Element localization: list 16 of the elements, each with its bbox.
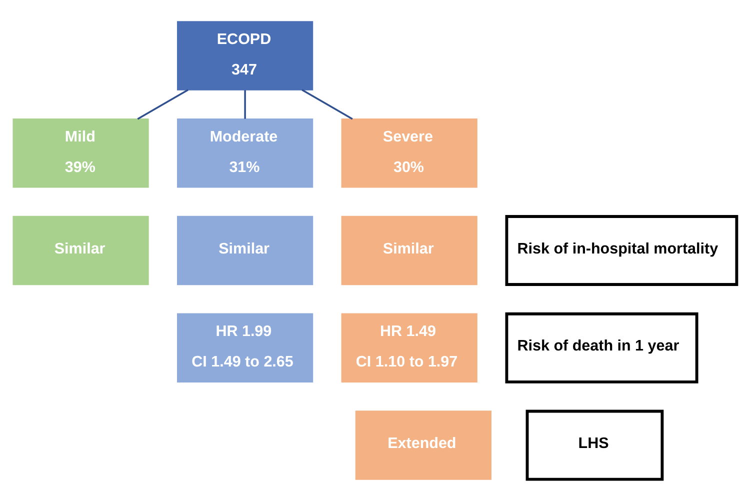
node-box: Similar (12, 216, 149, 286)
node-box: Risk of death in 1 year (505, 312, 698, 384)
node-box: HR 1.99 CI 1.49 to 2.65 (177, 313, 314, 382)
node-box: LHS (526, 410, 664, 481)
node-box: Similar (341, 216, 478, 286)
node-box: Severe 30% (341, 118, 478, 188)
node-box: Similar (177, 216, 314, 286)
node-box: Extended (355, 410, 492, 480)
node-box: Mild 39% (12, 118, 149, 188)
node-box: HR 1.49 CI 1.10 to 1.97 (341, 313, 478, 382)
connector (137, 89, 188, 120)
connector (244, 90, 246, 119)
node-box: Risk of in-hospital mortality (505, 215, 738, 286)
connector (302, 89, 353, 120)
node-box: ECOPD 347 (177, 21, 314, 90)
node-box: Moderate 31% (177, 118, 314, 188)
